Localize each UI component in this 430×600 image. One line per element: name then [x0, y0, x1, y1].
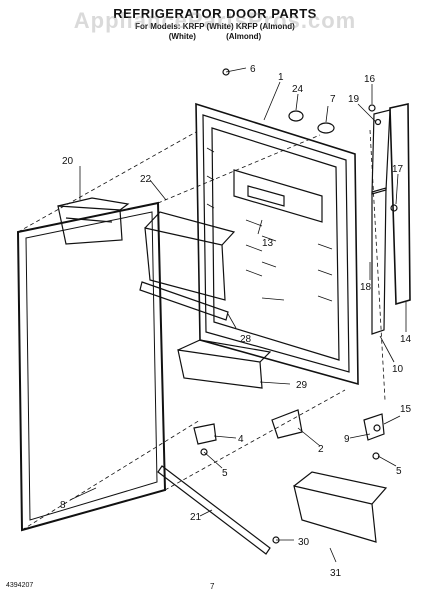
- screw-16: [368, 104, 376, 112]
- hinge-15: [363, 413, 385, 441]
- callout-24: 24: [292, 84, 304, 95]
- callout-31: 31: [330, 568, 342, 579]
- page-number: 7: [210, 582, 215, 591]
- callout-14: 14: [400, 334, 412, 345]
- screw-17: [390, 204, 398, 212]
- hinge-4: [193, 423, 217, 445]
- callout-20: 20: [62, 156, 74, 167]
- door-handle: [389, 103, 411, 306]
- callout-8: 8: [60, 500, 66, 511]
- callout-15: 15: [400, 404, 412, 415]
- door-shelf-22: [144, 227, 226, 301]
- callout-6: 6: [250, 64, 256, 75]
- handle-trim: [371, 187, 387, 335]
- plug-7: [317, 122, 335, 134]
- screw-19: [374, 118, 382, 126]
- callout-19: 19: [348, 94, 360, 105]
- callout-4: 4: [238, 434, 244, 445]
- callout-16: 16: [364, 74, 376, 85]
- screw-6: [222, 68, 230, 76]
- screw-5-right: [372, 452, 380, 460]
- document-number: 4394207: [6, 582, 34, 589]
- diagram-subtitle: For Models: KRFP (White) KRFP (Almond): [135, 22, 295, 31]
- door-gasket: [16, 201, 167, 532]
- callout-22: 22: [140, 174, 152, 185]
- callout-30: 30: [298, 537, 310, 548]
- callout-5-left: 5: [222, 468, 228, 479]
- callout-21: 21: [190, 512, 202, 523]
- door-liner: [195, 102, 359, 386]
- callout-7: 7: [330, 94, 336, 105]
- plug-24: [288, 110, 304, 122]
- diagram-header: REFRIGERATOR DOOR PARTS For Models: KRFP…: [0, 6, 430, 41]
- color-variants: (White) (Almond): [0, 32, 430, 41]
- cover-2: [271, 409, 303, 439]
- callout-13: 13: [262, 238, 274, 249]
- shelf-trim-28: [139, 281, 229, 321]
- callout-5-right: 5: [396, 466, 402, 477]
- callout-28: 28: [240, 334, 252, 345]
- door-bin-20: [57, 205, 123, 245]
- door-bin-29: [177, 349, 263, 389]
- variant-almond: (Almond): [226, 32, 262, 41]
- screw-5-left: [200, 448, 208, 456]
- variant-white: (White): [168, 32, 196, 41]
- callout-29: 29: [296, 380, 308, 391]
- dairy-compartment: [233, 169, 323, 223]
- rack-31: [293, 485, 377, 543]
- callout-17: 17: [392, 164, 404, 175]
- callout-2: 2: [318, 444, 324, 455]
- bottom-strip-21: [157, 465, 271, 555]
- callout-9: 9: [344, 434, 350, 445]
- callout-1: 1: [278, 72, 284, 83]
- diagram-title: REFRIGERATOR DOOR PARTS: [113, 6, 317, 21]
- callout-10: 10: [392, 364, 404, 375]
- callout-18: 18: [360, 282, 372, 293]
